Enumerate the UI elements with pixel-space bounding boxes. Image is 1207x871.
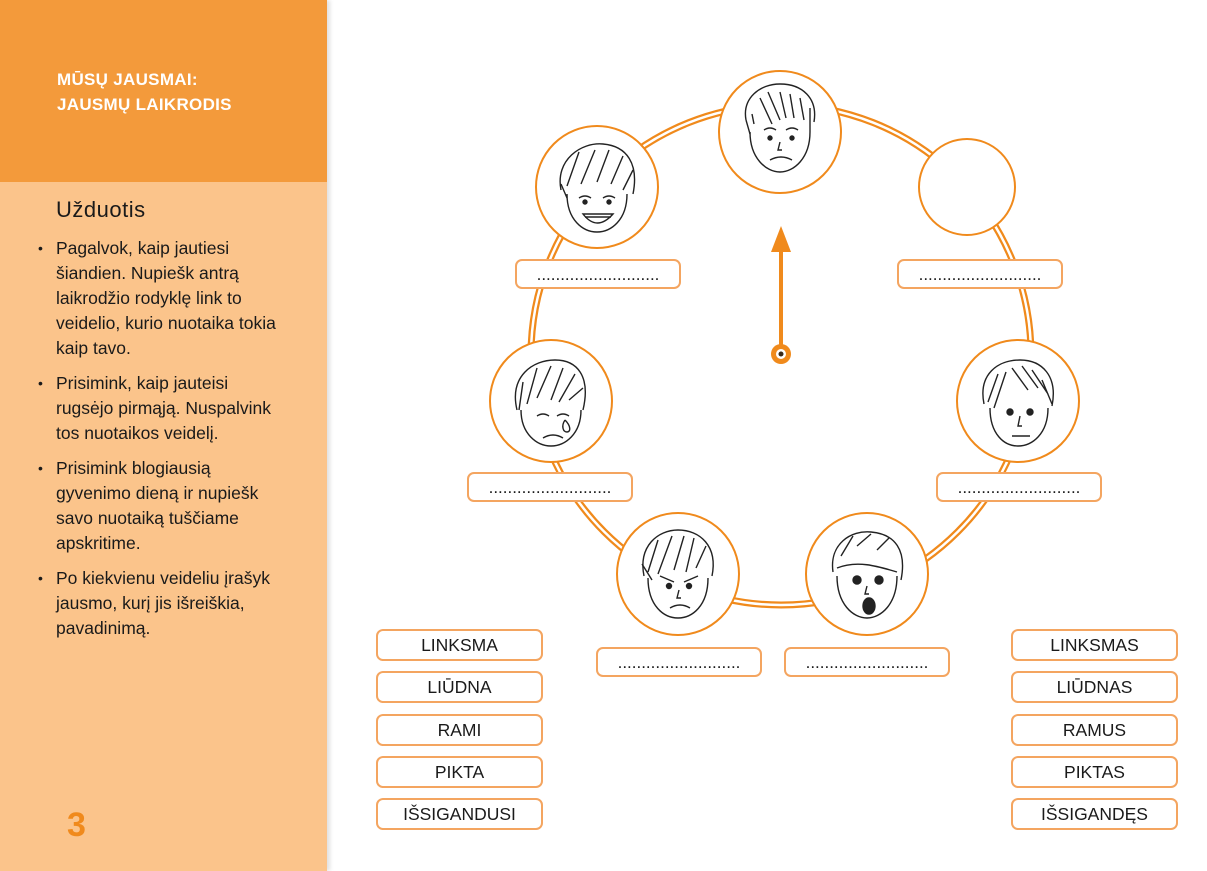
feeling-label-blank[interactable]: .......................... — [784, 647, 950, 677]
word-option: LIŪDNA — [376, 671, 543, 703]
feeling-label-blank[interactable]: .......................... — [936, 472, 1102, 502]
task-item: Prisimink blogiausią gyvenimo dieną ir n… — [36, 456, 286, 556]
feeling-label-blank[interactable]: .......................... — [897, 259, 1063, 289]
page-title: MŪSŲ JAUSMAI: JAUSMŲ LAIKRODIS — [57, 67, 232, 117]
word-option: PIKTA — [376, 756, 543, 788]
angry-face-icon — [616, 512, 740, 636]
feeling-label-blank[interactable]: .......................... — [467, 472, 633, 502]
word-option: IŠSIGANDUSI — [376, 798, 543, 830]
sidebar-header: MŪSŲ JAUSMAI: JAUSMŲ LAIKRODIS — [0, 0, 327, 182]
task-item: Pagalvok, kaip jautiesi šiandien. Nupieš… — [36, 236, 286, 361]
word-option: LINKSMA — [376, 629, 543, 661]
word-option: PIKTAS — [1011, 756, 1178, 788]
word-option: RAMI — [376, 714, 543, 746]
task-heading: Užduotis — [56, 197, 146, 222]
surprised-face-icon — [805, 512, 929, 636]
word-option: LINKSMAS — [1011, 629, 1178, 661]
calm-face-icon — [956, 339, 1080, 463]
task-item: Po kiekvienu veideliu įrašyk jausmo, kur… — [36, 566, 286, 641]
clock-center-dot — [778, 351, 784, 357]
happy-face-icon — [535, 125, 659, 249]
task-list: Pagalvok, kaip jautiesi šiandien. Nupieš… — [36, 236, 286, 651]
clock-hand-arrow — [771, 226, 791, 252]
feeling-label-blank[interactable]: .......................... — [596, 647, 762, 677]
word-option: LIŪDNAS — [1011, 671, 1178, 703]
crying-face-icon — [489, 339, 613, 463]
worried-face-icon — [718, 70, 842, 194]
feeling-label-blank[interactable]: .......................... — [515, 259, 681, 289]
sidebar: MŪSŲ JAUSMAI: JAUSMŲ LAIKRODIS Užduotis … — [0, 0, 327, 871]
page-number: 3 — [67, 806, 86, 844]
word-option: IŠSIGANDĘS — [1011, 798, 1178, 830]
word-option: RAMUS — [1011, 714, 1178, 746]
title-line-1: MŪSŲ JAUSMAI: — [57, 70, 198, 89]
empty-circle — [918, 138, 1016, 236]
task-item: Prisimink, kaip jauteisi rugsėjo pirmąją… — [36, 371, 286, 446]
title-line-2: JAUSMŲ LAIKRODIS — [57, 95, 232, 114]
